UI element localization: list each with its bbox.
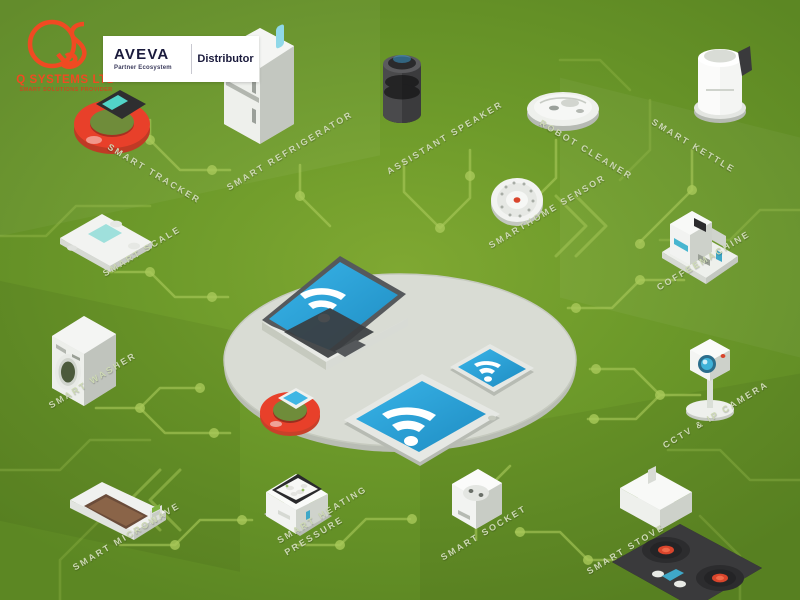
badge-divider — [191, 44, 192, 74]
wifi-icon — [382, 407, 436, 446]
connected-devices-hub — [222, 248, 578, 466]
logo-tagline: SMART SOLUTIONS PROVIDER — [19, 87, 113, 93]
node-smart-heating-pressure[interactable] — [256, 468, 338, 554]
node-smart-socket[interactable] — [444, 466, 508, 536]
qs-monogram-icon — [27, 19, 87, 69]
node-smart-refrigerator[interactable] — [216, 24, 298, 154]
aveva-subtitle: Partner Ecosystem — [114, 65, 172, 71]
wifi-icon — [474, 361, 501, 382]
node-coffeemachine[interactable] — [650, 208, 748, 298]
smartwatch-device — [260, 388, 320, 436]
node-smarthome-sensor[interactable] — [486, 172, 548, 228]
node-robot-cleaner[interactable] — [524, 86, 602, 132]
node-smart-microwave[interactable] — [62, 478, 174, 550]
tablet-device — [344, 374, 500, 466]
laptop-device — [262, 256, 408, 370]
aveva-brand-block: AVEVA Partner Ecosystem — [103, 47, 191, 71]
node-smart-scale[interactable] — [54, 210, 158, 272]
aveva-partner-badge[interactable]: AVEVA Partner Ecosystem Distributor — [103, 36, 259, 82]
node-cctv-ip-camera[interactable] — [676, 336, 744, 422]
aveva-wordmark: AVEVA — [114, 46, 170, 63]
node-assistant-speaker[interactable] — [376, 48, 428, 134]
aveva-role-label: Distributor — [197, 53, 254, 65]
logo-wordmark: Q SYSTEMS LTD — [16, 74, 116, 86]
node-smart-tracker[interactable] — [62, 80, 166, 162]
node-smart-kettle[interactable] — [686, 32, 758, 124]
node-smart-washer[interactable] — [44, 310, 122, 414]
q-systems-logo[interactable]: Q SYSTEMS LTD SMART SOLUTIONS PROVIDER — [14, 16, 118, 102]
smartphone-device — [450, 344, 534, 396]
node-smart-stove[interactable] — [596, 466, 772, 600]
